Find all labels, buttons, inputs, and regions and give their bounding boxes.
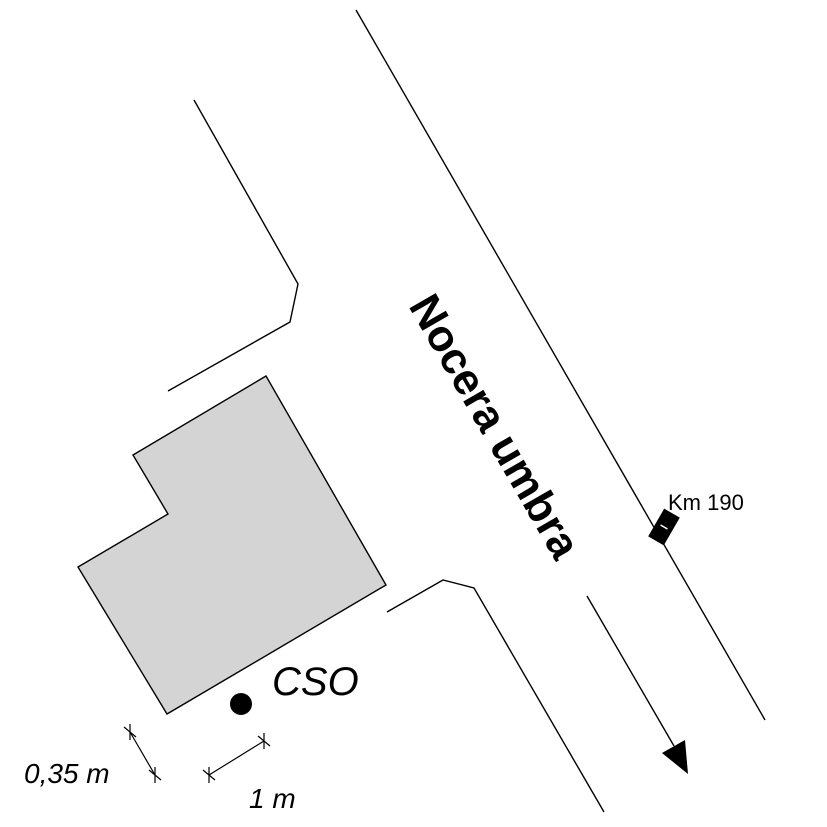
- road-name-label: Nocera umbra: [399, 286, 590, 567]
- boundary-upper-left: [167, 99, 299, 392]
- dimension-offset: [123, 724, 162, 783]
- dimension-offset-label: 0,35 m: [24, 758, 110, 789]
- building-footprint: [77, 375, 387, 715]
- road-edge-east: [355, 9, 766, 721]
- km-post-icon: [648, 508, 680, 546]
- boundary-lower: [386, 579, 605, 813]
- station-dot-icon: [230, 693, 252, 715]
- direction-arrow-icon: [662, 740, 688, 774]
- station-label: CSO: [272, 660, 359, 704]
- direction-arrow-shaft: [586, 595, 675, 747]
- km-marker-label: Km 190: [668, 490, 744, 515]
- dimension-length: [202, 733, 271, 783]
- dimension-length-label: 1 m: [249, 783, 296, 814]
